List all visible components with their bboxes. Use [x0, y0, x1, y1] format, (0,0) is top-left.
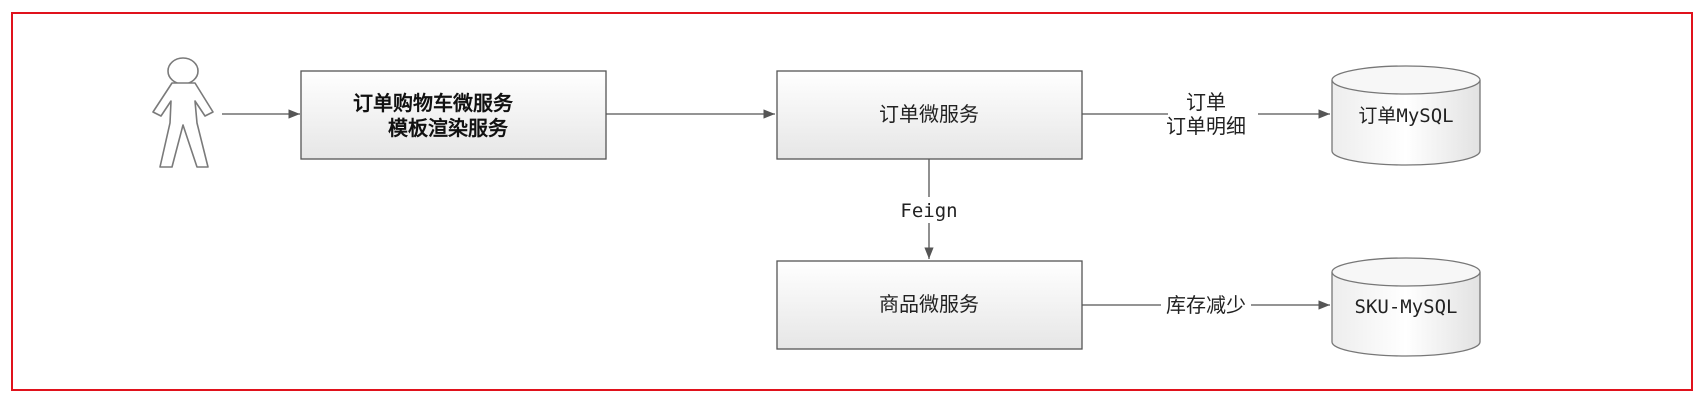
order-service-node: 订单微服务 [776, 70, 1083, 160]
edge-feign-label: Feign [900, 200, 957, 222]
frontend-service-node: 订单购物车微服务 模板渲染服务 [300, 70, 607, 160]
order-service-label: 订单微服务 [879, 102, 979, 126]
edge-order-db-label-line1: 订单 [1186, 90, 1226, 114]
edge-label-background [1168, 90, 1258, 140]
order-db-node: 订单MySQL [1331, 65, 1481, 166]
sku-db-node: SKU-MySQL [1331, 257, 1481, 357]
edge-label-background [895, 197, 965, 223]
edge-stock-reduce-label: 库存减少 [1166, 293, 1246, 317]
edge-label-background [1161, 292, 1251, 318]
frontend-service-label-line1: 订单购物车微服务 [353, 91, 514, 115]
person-icon [152, 57, 214, 168]
product-service-label: 商品微服务 [879, 292, 979, 316]
sku-db-label: SKU-MySQL [1355, 296, 1458, 318]
frontend-service-label-line2: 模板渲染服务 [388, 116, 509, 140]
product-service-node: 商品微服务 [776, 260, 1083, 350]
edge-order-db-label-line2: 订单明细 [1166, 114, 1246, 138]
order-db-label: 订单MySQL [1358, 105, 1453, 127]
diagram-frame [11, 12, 1693, 391]
